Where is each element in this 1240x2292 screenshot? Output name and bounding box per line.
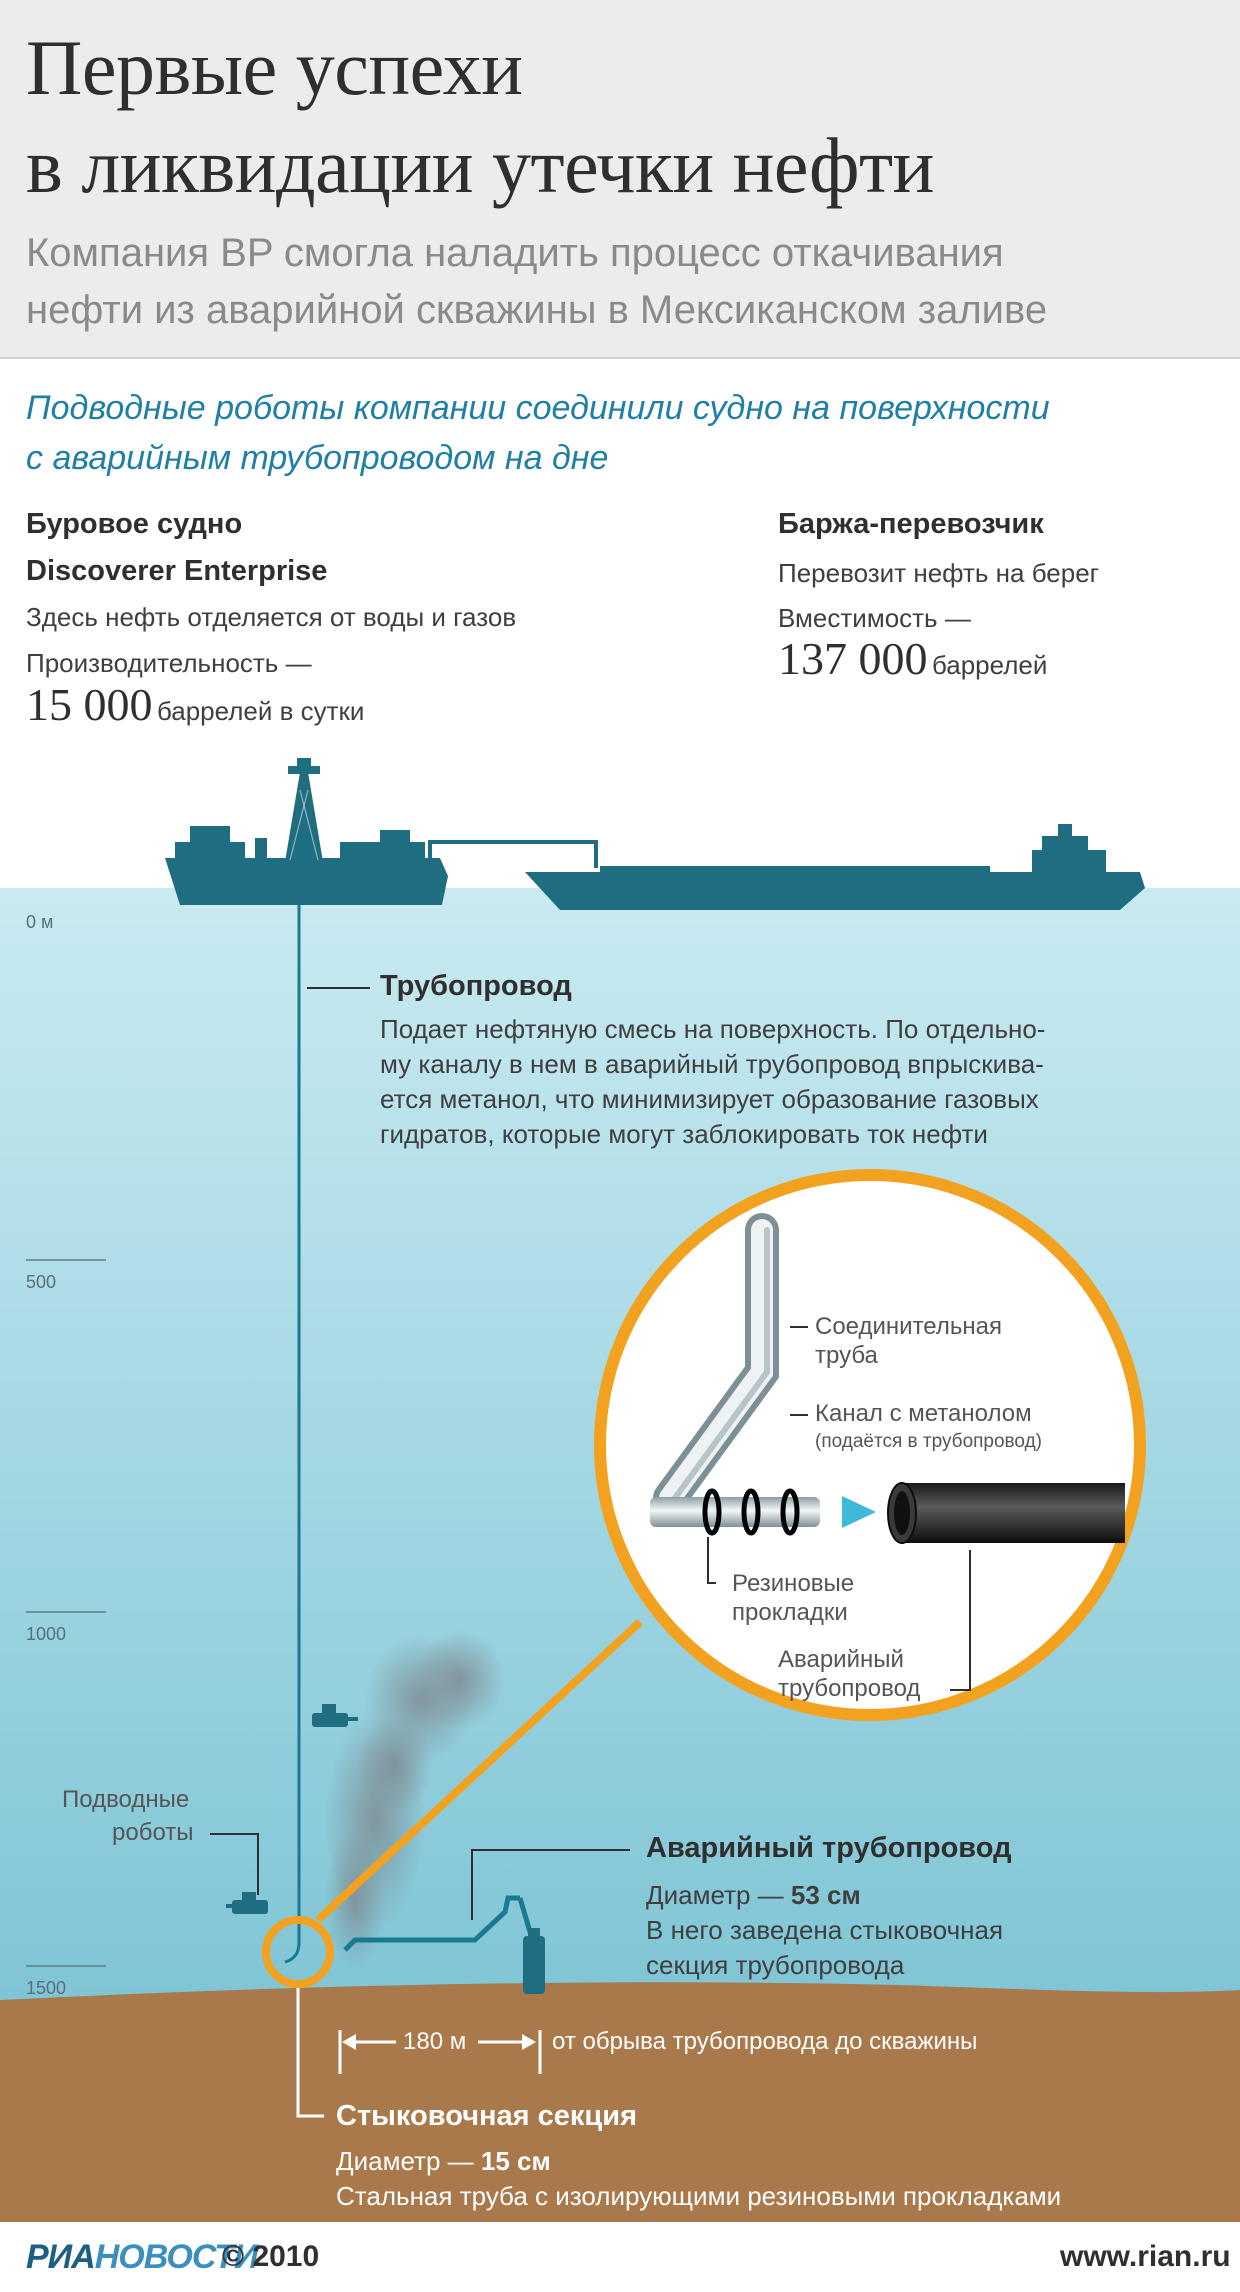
pipeline-line-1: Подает нефтяную смесь на поверхность. По… [380, 1014, 1046, 1044]
emergency-pipeline-title: Аварийный трубопровод [646, 1832, 1012, 1864]
page-subtitle-line2: нефти из аварийной скважины в Мексиканск… [26, 288, 1048, 332]
emergency-pipeline-diameter: Диаметр — 53 см [646, 1880, 861, 1911]
robot-upper [312, 1704, 358, 1727]
emergency-diameter-value: 53 см [790, 1880, 861, 1910]
docking-diameter-value: 15 см [480, 2146, 551, 2176]
drill-ship [165, 758, 448, 905]
zoom-pipes [650, 1213, 1125, 1544]
depth-label-1000: 1000 [26, 1624, 67, 1644]
connecting-pipe-label-line1: Соединительная [815, 1313, 1002, 1340]
zoom-circle-small [262, 1916, 334, 1988]
depth-label-1500: 1500 [26, 1978, 67, 1998]
depth-ticks [26, 1259, 106, 1967]
zoom-circle-large [594, 1169, 1146, 1721]
methanol-channel-note: (подаётся в трубопровод) [815, 1431, 1042, 1452]
pipeline-line-4: гидратов, которые могут заблокировать то… [380, 1119, 988, 1149]
drill-ship-capacity-label: Производительность — [26, 648, 312, 678]
drill-ship-capacity-value: 15 000 [26, 679, 153, 730]
drill-ship-capacity-unit: баррелей в сутки [156, 696, 365, 726]
docking-diameter-label: Диаметр — [336, 2146, 474, 2176]
emergency-leader [471, 1849, 630, 1920]
robots-leader [210, 1833, 259, 1895]
tanker-barge [525, 824, 1145, 910]
robot-lower [226, 1892, 268, 1914]
depth-label-0: 0 м [26, 912, 54, 932]
methanol-channel-label: Канал с метанолом [815, 1400, 1032, 1427]
ria-logo: РИАНОВОСТИ [26, 2238, 259, 2277]
gaskets-label-line2: прокладки [732, 1599, 848, 1626]
insert-arrow [842, 1496, 876, 1528]
barge-name: Баржа-перевозчик [778, 508, 1044, 540]
lead-line2: с аварийным трубопроводом на дне [26, 439, 609, 477]
docking-section-title: Стыковочная секция [336, 2100, 638, 2132]
copyright: © 2010 [222, 2240, 320, 2273]
drill-ship-name-line2: Discoverer Enterprise [26, 555, 328, 587]
distance-arrows [338, 2030, 542, 2074]
barge-description: Перевозит нефть на берег [778, 558, 1100, 588]
site-link[interactable]: www.rian.ru [1060, 2240, 1231, 2273]
header-band [0, 0, 1240, 358]
ria-logo-part2: НОВОСТИ [94, 2238, 259, 2276]
oil-plume [325, 1630, 505, 1970]
robots-label-line1: Подводные [62, 1786, 190, 1813]
emergency-diameter-label: Диаметр — [646, 1880, 784, 1910]
drill-ship-capacity: 15 000 баррелей в сутки [26, 678, 364, 731]
gaskets-label-line1: Резиновые [732, 1570, 855, 1597]
distance-value: 180 м [403, 2028, 467, 2055]
barge-capacity: 137 000 баррелей [778, 632, 1047, 685]
page-title-line1: Первые успехи [26, 24, 523, 111]
emergency-zoom-label-line2: трубопровод [778, 1675, 921, 1702]
page-title-line2: в ликвидации утечки нефти [26, 122, 934, 209]
emergency-pipeline-line2: секция трубопровода [646, 1950, 905, 1980]
barge-capacity-label: Вместимость — [778, 603, 971, 633]
transfer-hose [428, 840, 598, 868]
distance-label: от обрыва трубопровода до скважины [552, 2028, 978, 2055]
pipeline-title: Трубопровод [380, 970, 572, 1002]
zoom-connector [315, 1619, 643, 1923]
docking-section-description: Стальная труба с изолирующими резиновыми… [336, 2181, 1062, 2211]
emergency-pipeline-scene [343, 1895, 545, 1994]
docking-leader [296, 1988, 324, 2118]
pipeline-line-3: ется метанол, что минимизирует образован… [380, 1084, 1039, 1114]
connecting-pipe-label-line2: труба [815, 1342, 878, 1369]
depth-label-500: 500 [26, 1272, 57, 1292]
emergency-zoom-label-line1: Аварийный [778, 1646, 904, 1673]
robots-label-line2: роботы [112, 1819, 194, 1846]
barge-capacity-unit: баррелей [931, 650, 1048, 680]
barge-capacity-value: 137 000 [778, 633, 928, 684]
emergency-pipeline-line1: В него заведена стыковочная [646, 1915, 1004, 1945]
pipeline-line-2: му каналу в нем в аварийный трубопровод … [380, 1049, 1044, 1079]
lead-line1: Подводные роботы компании соединили судн… [26, 389, 1050, 427]
drill-ship-description: Здесь нефть отделяется от воды и газов [26, 602, 517, 632]
page-subtitle-line1: Компания BP смогла наладить процесс отка… [26, 231, 1004, 275]
docking-section-diameter: Диаметр — 15 см [336, 2146, 551, 2177]
ria-logo-part1: РИА [26, 2238, 96, 2276]
seabed [0, 1982, 1240, 2222]
zoom-leaders [707, 1326, 971, 1691]
drill-ship-name-line1: Буровое судно [26, 508, 243, 540]
